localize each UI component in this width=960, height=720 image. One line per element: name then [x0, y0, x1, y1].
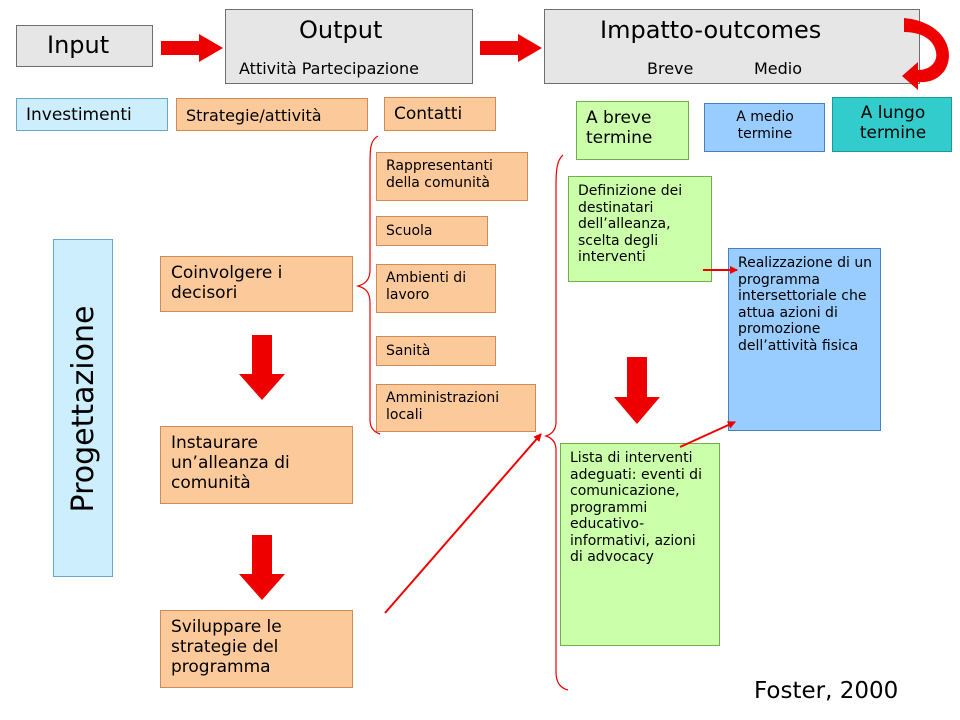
impact-breve: Breve: [647, 59, 694, 78]
output-box: Output Attività Partecipazione: [225, 9, 473, 84]
contatti-label: Contatti: [394, 104, 463, 124]
flow-arrow-output-impact: [480, 34, 542, 62]
medio-header: A medio termine: [704, 103, 825, 152]
lungo-header: A lungo termine: [832, 97, 952, 152]
strategy-text: Coinvolgere i decisori: [171, 263, 283, 304]
down-arrow-3: [614, 357, 660, 424]
contact-box-scuola: Scuola: [376, 216, 488, 246]
contact-text: Rappresentanti della comunità: [386, 158, 493, 191]
short-term-text: Definizione dei destinatari dell’alleanz…: [578, 183, 683, 266]
contact-box-rappresentanti: Rappresentanti della comunità: [376, 152, 528, 201]
breve-label: A breve termine: [586, 108, 653, 149]
citation: Foster, 2000: [754, 678, 899, 704]
breve-header: A breve termine: [576, 101, 689, 160]
flow-arrow-input-output: [161, 34, 223, 62]
input-box: Input: [16, 25, 153, 67]
strategy-text: Sviluppare le strategie del programma: [171, 617, 282, 678]
contact-box-ambienti: Ambienti di lavoro: [376, 264, 496, 313]
investimenti-label: Investimenti: [26, 105, 132, 125]
investimenti-header: Investimenti: [16, 98, 168, 131]
strategie-header: Strategie/attività: [176, 98, 368, 131]
short-term-box-definizione: Definizione dei destinatari dell’alleanz…: [568, 176, 712, 282]
contact-text: Scuola: [386, 223, 433, 239]
strategy-box-coinvolgere: Coinvolgere i decisori: [160, 256, 353, 312]
down-arrow-2: [239, 535, 285, 600]
short-term-text: Lista di interventi adeguati: eventi di …: [570, 450, 702, 566]
impact-title: Impatto-outcomes: [600, 16, 822, 44]
medium-term-text: Realizzazione di un programma intersetto…: [738, 255, 873, 354]
medio-label: A medio termine: [736, 109, 794, 142]
down-arrow-1: [239, 335, 285, 400]
impact-box: Impatto-outcomes Breve Medio: [544, 9, 920, 84]
strategy-text: Instaurare un’alleanza di comunità: [171, 433, 290, 494]
strategie-label: Strategie/attività: [186, 106, 322, 125]
connector-strategy-to-outcomes: [384, 433, 542, 614]
progettazione-label: Progettazione: [66, 305, 101, 513]
contact-text: Sanità: [386, 343, 431, 359]
contact-box-amministrazioni: Amministrazioni locali: [376, 384, 536, 432]
lungo-label: A lungo termine: [859, 103, 927, 144]
contact-text: Ambienti di lavoro: [386, 270, 467, 303]
contatti-header: Contatti: [384, 97, 496, 131]
output-subtitle: Attività Partecipazione: [239, 59, 419, 78]
contact-text: Amministrazioni locali: [386, 390, 500, 423]
strategy-box-alleanza: Instaurare un’alleanza di comunità: [160, 426, 353, 504]
input-label: Input: [47, 31, 110, 59]
strategy-box-sviluppare: Sviluppare le strategie del programma: [160, 610, 353, 688]
medium-term-box-realizzazione: Realizzazione di un programma intersetto…: [728, 248, 881, 431]
impact-medio: Medio: [754, 59, 803, 78]
short-term-box-lista: Lista di interventi adeguati: eventi di …: [560, 443, 720, 646]
progettazione-box: Progettazione: [53, 239, 113, 577]
output-title: Output: [299, 16, 383, 44]
contact-box-sanita: Sanità: [376, 336, 496, 366]
